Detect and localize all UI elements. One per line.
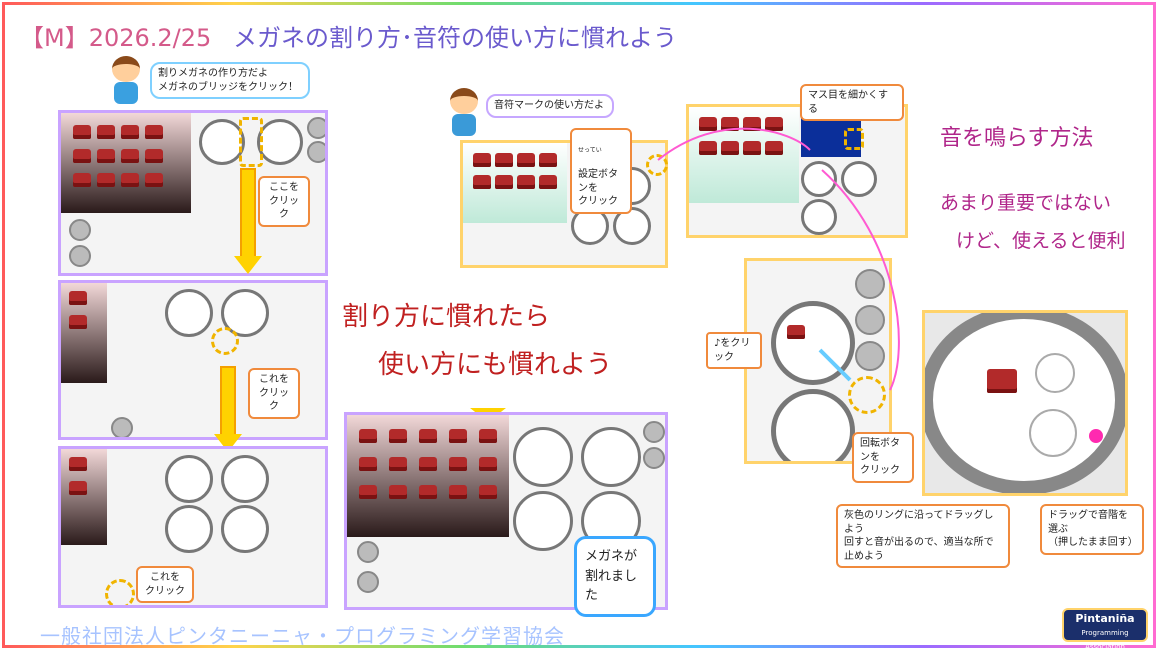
left-speech-line1: 割りメガネの作り方だよ — [158, 68, 268, 79]
result-screenshot — [344, 412, 668, 610]
click-this-callout-1: これを クリック — [248, 368, 300, 419]
title-date: 【M】2026.2/25 — [20, 24, 212, 52]
footer-org-name: 一般社団法人ピンタニーニャ・プログラミング学習協会 — [40, 624, 565, 648]
left-speech-bubble: 割りメガネの作り方だよ メガネのブリッジをクリック！ — [150, 62, 310, 99]
rotate-button-highlight[interactable] — [848, 376, 886, 414]
handwritten-right-line2: あまり重要ではない — [940, 192, 1112, 214]
settings-button-highlight[interactable] — [646, 154, 668, 176]
grid-button-highlight[interactable] — [844, 128, 864, 150]
pitch-callout-line2: （押したまま回す） — [1048, 537, 1138, 548]
handwritten-middle-line1: 割り方に慣れたら — [342, 302, 551, 332]
pink-connector-arrows — [657, 127, 900, 391]
pitch-callout: ドラッグで音階を選ぶ （押したまま回す） — [1040, 504, 1144, 555]
handwritten-middle-line2: 使い方にも慣れよう — [378, 350, 613, 380]
logo-sub: Programming Association — [1081, 629, 1129, 650]
ok-button-highlight[interactable] — [105, 579, 135, 605]
music-step2-screenshot — [686, 104, 908, 238]
rotate-callout: 回転ボタンを クリック — [852, 432, 914, 483]
down-arrow-1 — [240, 168, 256, 258]
title-text: メガネの割り方･音符の使い方に慣れよう — [232, 24, 677, 52]
pitch-callout-line1: ドラッグで音階を選ぶ — [1048, 510, 1128, 535]
settings-ruby: せってい — [578, 146, 602, 154]
click-this-callout-2: これを クリック — [136, 566, 194, 603]
result-callout: メガネが 割れました — [574, 536, 656, 617]
left-speech-line2: メガネのブリッジをクリック！ — [158, 81, 298, 93]
music-speech-bubble: 音符マークの使い方だよ — [486, 94, 614, 118]
girl-character — [444, 88, 484, 140]
settings-callout: せってい 設定ボタンを クリック — [570, 128, 632, 214]
close-tool-icon[interactable] — [307, 117, 325, 139]
split-icon-highlight[interactable] — [211, 327, 239, 355]
bridge-highlight[interactable] — [239, 117, 263, 167]
handwritten-right-line3: けど、使えると便利 — [956, 230, 1126, 252]
music-step1-screenshot — [460, 140, 668, 268]
drag-callout-line2: 回すと音が出るので、適当な所で止めよう — [844, 537, 994, 562]
note-click-callout: ♪をクリック — [706, 332, 762, 369]
logo-name: Pintaniña — [1075, 612, 1135, 625]
settings-text: 設定ボタンを クリック — [578, 169, 618, 208]
click-here-callout: ここを クリック — [258, 176, 310, 227]
drag-callout-line1: 灰色のリングに沿ってドラッグしよう — [844, 510, 994, 535]
music-step4-screenshot — [922, 310, 1128, 496]
boy-character — [106, 56, 146, 108]
gear-tool-icon[interactable] — [307, 141, 325, 163]
down-arrow-1-head — [234, 256, 262, 274]
pintanina-logo: Pintaniña Programming Association — [1062, 608, 1148, 650]
drag-handle[interactable] — [1089, 429, 1103, 443]
page-title: 【M】2026.2/25 メガネの割り方･音符の使い方に慣れよう — [20, 18, 677, 53]
grid-callout: マス目を細かくする — [800, 84, 904, 121]
handwritten-right-line1: 音を鳴らす方法 — [940, 126, 1094, 151]
down-arrow-2 — [220, 366, 236, 436]
drag-callout: 灰色のリングに沿ってドラッグしよう 回すと音が出るので、適当な所で止めよう — [836, 504, 1010, 568]
